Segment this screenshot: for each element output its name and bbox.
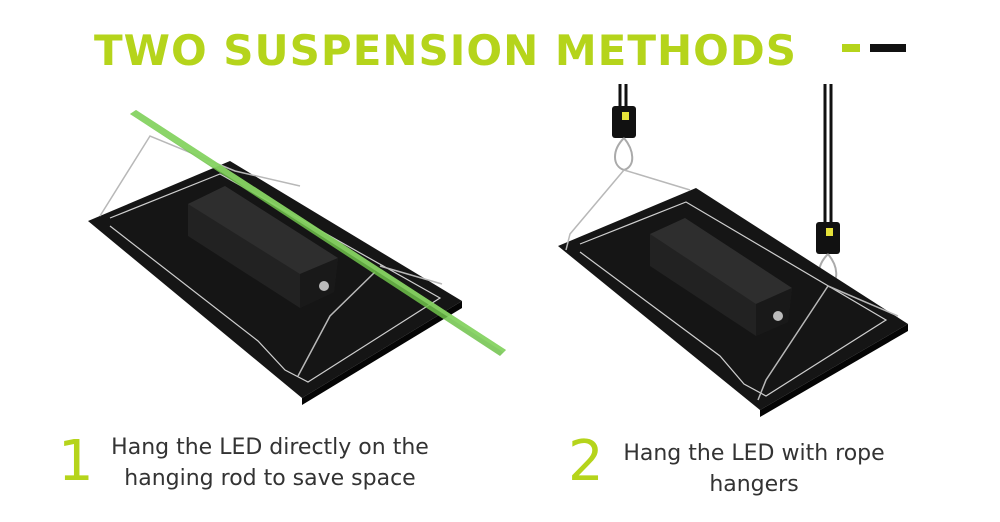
method-2-description: Hang the LED with rope hangers xyxy=(610,438,898,500)
method-1-description: Hang the LED directly on the hanging rod… xyxy=(110,432,430,494)
method-2-line-1: Hang the LED with rope xyxy=(623,441,885,466)
method-1-number: 1 xyxy=(58,429,94,494)
method-2-line-2: hangers xyxy=(709,472,799,497)
method-2-number: 2 xyxy=(568,429,604,494)
rope-hanger-illustration xyxy=(558,84,908,417)
decor-black-bar xyxy=(870,44,906,52)
rope-hanger-right xyxy=(816,222,840,254)
title-decoration xyxy=(842,44,906,54)
page-title: TWO SUSPENSION METHODS xyxy=(94,26,797,75)
rod-hanging-illustration xyxy=(88,110,506,405)
decor-green-bar xyxy=(842,44,860,52)
method-1-line-2: hanging rod to save space xyxy=(124,466,416,491)
method-1-line-1: Hang the LED directly on the xyxy=(111,435,429,460)
rope-hanger-left xyxy=(612,106,636,138)
